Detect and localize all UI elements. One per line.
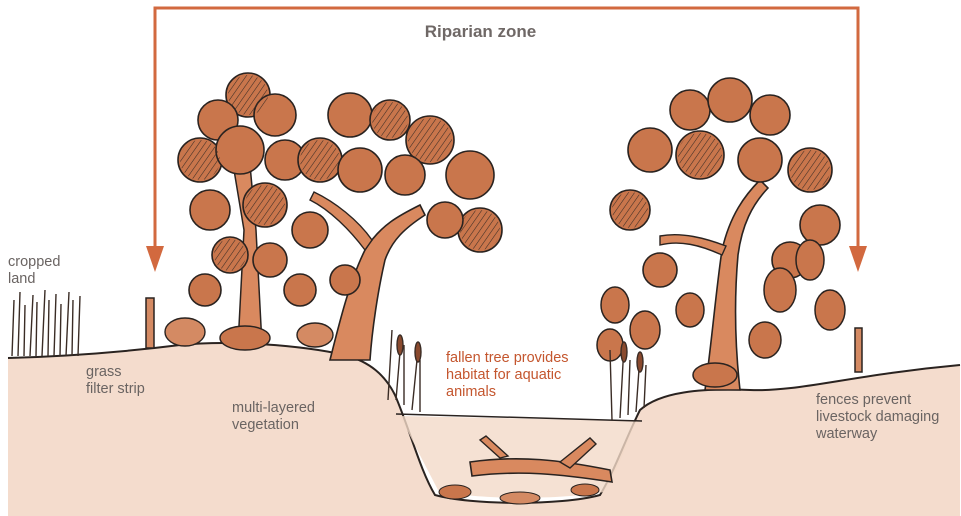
label-fences-line: livestock damaging xyxy=(816,409,939,426)
label-cropped-land-line: land xyxy=(8,271,60,288)
label-fences-line: fences prevent xyxy=(816,392,939,409)
cropped-land-plants xyxy=(12,290,80,356)
label-multi-layered-vegetation: multi-layered vegetation xyxy=(232,400,315,434)
label-cropped-land-line: cropped xyxy=(8,254,60,271)
right-arrowhead xyxy=(849,246,867,272)
fence-post-left xyxy=(146,298,154,348)
left-tall-tree xyxy=(178,73,305,345)
label-cropped-land: cropped land xyxy=(8,254,60,288)
left-arrowhead xyxy=(146,246,164,272)
diagram-title: Riparian zone xyxy=(0,22,961,42)
label-fallen-tree-line: animals xyxy=(446,384,569,401)
label-fences-line: waterway xyxy=(816,426,939,443)
label-fallen-tree-line: habitat for aquatic xyxy=(446,367,569,384)
label-vegetation-line: vegetation xyxy=(232,417,315,434)
label-grass-line: filter strip xyxy=(86,381,145,398)
right-tree xyxy=(597,78,845,390)
label-grass-line: grass xyxy=(86,364,145,381)
label-fences: fences prevent livestock damaging waterw… xyxy=(816,392,939,443)
label-fallen-tree-line: fallen tree provides xyxy=(446,350,569,367)
label-grass-filter-strip: grass filter strip xyxy=(86,364,145,398)
label-fallen-tree: fallen tree provides habitat for aquatic… xyxy=(446,350,569,401)
fence-post-right xyxy=(855,328,862,372)
label-vegetation-line: multi-layered xyxy=(232,400,315,417)
